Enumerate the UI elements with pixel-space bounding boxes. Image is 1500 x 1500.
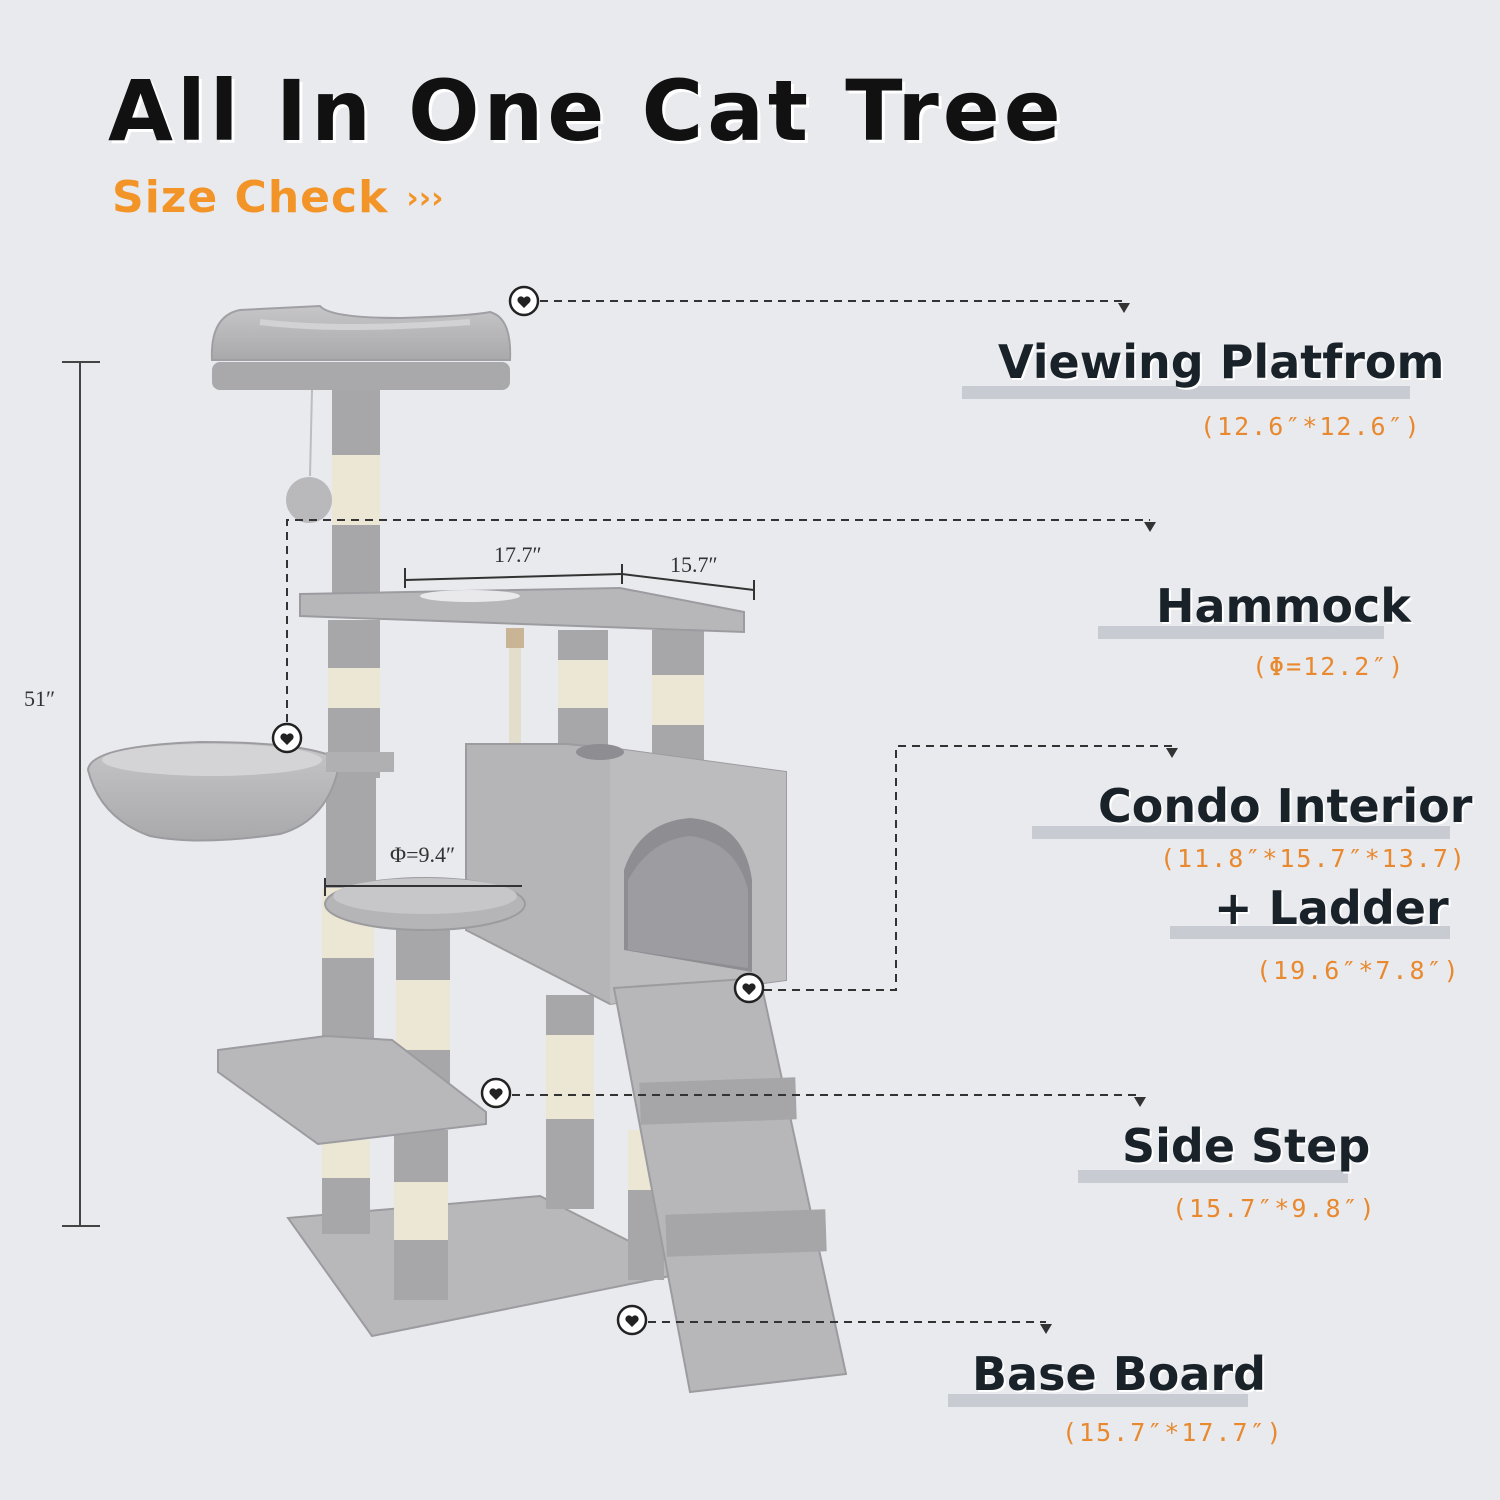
- hammock-label: Hammock: [1156, 579, 1411, 633]
- perch-diameter-measure: Φ=9.4″: [390, 842, 456, 867]
- ladder: [612, 976, 848, 1394]
- leader-lines: [286, 300, 1172, 1323]
- viewing-platform-label: Viewing Platfrom: [998, 335, 1445, 389]
- condo-interior-label: Condo Interior: [1098, 779, 1473, 833]
- width-measure: 17.7″: [494, 542, 542, 567]
- base-board-underbar: [948, 1394, 1248, 1407]
- height-measure: 51″: [24, 686, 56, 711]
- page-title: All In One Cat Tree: [108, 62, 1065, 160]
- heart-icons: [280, 296, 756, 1327]
- side-step-label: Side Step: [1122, 1119, 1371, 1173]
- side-step-underbar: [1078, 1170, 1348, 1183]
- side-step-size: (15.7″*9.8″): [1172, 1194, 1377, 1223]
- depth-measure: 15.7″: [670, 552, 718, 577]
- size-check-text: Size Check: [112, 172, 389, 223]
- condo-interior-size: (11.8″*15.7″*13.7): [1160, 844, 1467, 873]
- ladder-label: + Ladder: [1214, 881, 1449, 935]
- condo-underbar: [1032, 826, 1450, 839]
- width-measure-line: [324, 564, 755, 896]
- side-step: [217, 1034, 487, 1146]
- toy-ball: [286, 389, 332, 523]
- viewing-platform-underbar: [962, 386, 1410, 399]
- hammock-size: (Φ=12.2″): [1252, 652, 1406, 681]
- viewing-platform-size: (12.6″*12.6″): [1200, 412, 1422, 441]
- chevrons-right-icon: ›››: [406, 181, 444, 216]
- middle-platform: [299, 586, 745, 634]
- base-board-label: Base Board: [972, 1347, 1267, 1401]
- size-check-subtitle: Size Check ›››: [112, 172, 443, 223]
- leader-arrowheads: [1040, 303, 1178, 1334]
- hammock-underbar: [1098, 626, 1384, 639]
- hammock: [86, 740, 394, 842]
- condo: [465, 743, 787, 1006]
- base-board-size: (15.7″*17.7″): [1062, 1418, 1284, 1447]
- viewing-platform: [210, 304, 512, 390]
- ladder-underbar: [1170, 926, 1450, 939]
- ladder-size: (19.6″*7.8″): [1256, 956, 1461, 985]
- height-dimension-line: [62, 361, 100, 1227]
